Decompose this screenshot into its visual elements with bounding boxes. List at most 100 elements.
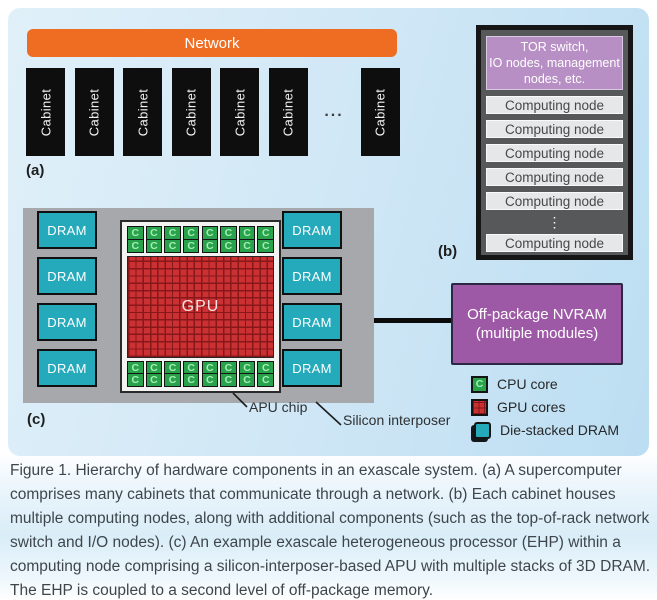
cpu-core-cell: C [127, 360, 144, 375]
gpu-cores-icon [471, 398, 488, 416]
subfigure-label-b: (b) [438, 243, 458, 260]
legend-label: GPU cores [497, 399, 566, 415]
nvram-line1: Off-package NVRAM [467, 306, 607, 323]
cpu-core-cell: C [127, 238, 144, 253]
apu-chip-callout: APU chip [249, 399, 308, 415]
cabinet-box: Cabinet [171, 68, 211, 156]
cpu-core-icon: C [471, 375, 488, 393]
cpu-core-cell: C [182, 373, 200, 387]
subfigure-label-c: (c) [27, 411, 46, 428]
computing-node: Computing node [486, 192, 623, 210]
dram-label: DRAM [47, 222, 87, 238]
dram-stack: DRAM [37, 211, 97, 249]
cpu-core-cell: C [257, 373, 274, 387]
cabinet-ellipsis: ... [324, 103, 344, 120]
computing-node: Computing node [486, 168, 623, 186]
rack-interior: TOR switch,IO nodes, management nodes, et… [481, 30, 628, 255]
dram-label: DRAM [292, 222, 332, 238]
cabinet-box: Cabinet [123, 68, 162, 156]
dram-stack: DRAM [37, 257, 97, 295]
dram-stack: DRAM [37, 303, 97, 341]
cpu-core-cell: C [220, 238, 237, 253]
cabinet-label: Cabinet [135, 88, 151, 136]
cpu-core-cell: C [164, 226, 181, 240]
caption-background [0, 456, 657, 600]
dram-label: DRAM [47, 268, 87, 284]
dram-label: DRAM [292, 360, 332, 376]
cpu-core-cell: C [164, 373, 181, 387]
dram-stack: DRAM [37, 349, 97, 387]
subfigure-label-a: (a) [26, 162, 45, 179]
dram-label: DRAM [47, 360, 87, 376]
cpu-core-cell: C [220, 373, 237, 387]
cabinet-row: Cabinet Cabinet Cabinet Cabinet Cabinet Cabin… [26, 68, 400, 156]
dram-stack: DRAM [282, 303, 342, 341]
cabinet-box: Cabinet [268, 68, 308, 156]
cabinet-label: Cabinet [86, 88, 102, 136]
gpu-block: GPU [127, 255, 274, 358]
dram-stack: DRAM [282, 211, 342, 249]
dram-label: DRAM [47, 314, 87, 330]
dram-stack: DRAM [282, 349, 342, 387]
cpu-core-cell: C [257, 226, 274, 240]
cabinet-box: Cabinet [74, 68, 114, 156]
cpu-core-cell: C [238, 360, 256, 375]
cabinet-label: Cabinet [232, 88, 248, 136]
tor-switch-text-line: TOR switch, [520, 39, 589, 54]
network-label: Network [184, 34, 240, 52]
legend-label: Die-stacked DRAM [500, 422, 620, 438]
cabinet-box: Cabinet [360, 68, 400, 156]
cpu-core-cell: C [238, 238, 256, 253]
legend-label: CPU core [497, 376, 558, 392]
cabinet-rack: TOR switch,IO nodes, management nodes, et… [476, 25, 633, 260]
legend-row-gpu: GPU cores [471, 398, 619, 416]
cpu-core-cell: C [145, 360, 163, 375]
tor-switch-box: TOR switch,IO nodes, management nodes, et… [486, 36, 623, 90]
cpu-core-cell: C [257, 238, 274, 253]
legend-row-dram: Die-stacked DRAM [471, 421, 619, 439]
computing-node: Computing node [486, 96, 623, 114]
cpu-core-cell: C [182, 238, 200, 253]
cpu-core-cell: C [164, 238, 181, 253]
cabinet-label: Cabinet [183, 88, 199, 136]
cpu-core-cell: C [182, 226, 200, 240]
cabinet-label: Cabinet [38, 88, 54, 136]
off-package-nvram-box: Off-package NVRAM (multiple modules) [451, 283, 623, 365]
cpu-core-cell: C [145, 373, 163, 387]
cpu-core-cell: C [201, 238, 219, 253]
cabinet-label: Cabinet [372, 88, 388, 136]
gpu-label: GPU [181, 297, 220, 315]
computing-node: Computing node [486, 234, 623, 252]
network-bar: Network [27, 29, 397, 57]
cabinet-label: Cabinet [280, 88, 296, 136]
rack-ellipsis: ⋮ [547, 213, 562, 230]
dram-column-left: DRAM DRAM DRAM DRAM [37, 211, 97, 387]
tor-switch-text-line: IO nodes, management [489, 55, 620, 70]
figure-caption: Figure 1. Hierarchy of hardware componen… [10, 462, 651, 599]
cabinet-group: Cabinet Cabinet Cabinet Cabinet Cabinet Cabin… [26, 68, 308, 156]
legend-row-cpu: C CPU core [471, 375, 619, 393]
legend: C CPU core GPU cores Die-stacked DRAM [471, 375, 619, 439]
dram-label: DRAM [292, 314, 332, 330]
cpu-core-cell: C [145, 238, 163, 253]
dram-label: DRAM [292, 268, 332, 284]
cabinet-box: Cabinet [220, 68, 259, 156]
tor-switch-text-line: nodes, etc. [523, 72, 586, 87]
dram-column-right: DRAM DRAM DRAM DRAM [282, 211, 342, 387]
nvram-line2: (multiple modules) [475, 325, 599, 342]
computing-node: Computing node [486, 144, 623, 162]
cabinet-box: Cabinet [26, 68, 65, 156]
dram-stack: DRAM [282, 257, 342, 295]
cpu-core-cell: C [201, 373, 219, 387]
computing-node: Computing node [486, 120, 623, 138]
nvram-connector-line [374, 318, 452, 323]
cpu-core-cell: C [238, 373, 256, 387]
